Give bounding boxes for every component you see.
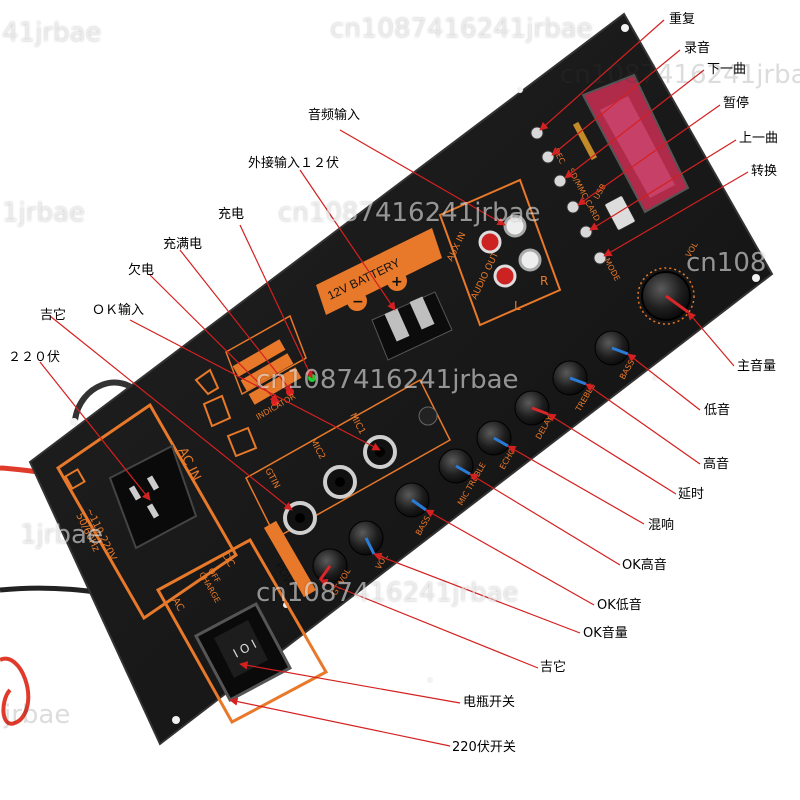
charge-strip <box>248 367 302 405</box>
l-label: L <box>514 299 521 313</box>
treble-knob[interactable] <box>552 360 588 396</box>
callout-guitar-vol: 吉它 <box>540 660 567 675</box>
media-buttons <box>530 126 607 265</box>
delay-knob[interactable] <box>514 390 550 426</box>
callout-ac-switch: 220伏开关 <box>452 740 516 755</box>
plus-symbol: + <box>391 274 403 290</box>
aux-in-right-jack[interactable] <box>503 214 527 238</box>
mode-switch-button[interactable] <box>418 406 438 426</box>
bass-knob[interactable] <box>594 330 630 366</box>
usb-port <box>604 195 636 231</box>
prev-button[interactable] <box>579 225 593 239</box>
callout-main-vol: 主音量 <box>737 359 777 374</box>
callout-ext-12v: 外接输入１２伏 <box>248 156 340 171</box>
callout-ok-vol: OK音量 <box>583 626 628 641</box>
callout-bass: 低音 <box>704 403 731 418</box>
warning-icons <box>194 368 258 458</box>
booklet-icon <box>226 426 258 458</box>
callout-record: 录音 <box>684 41 711 56</box>
pause-button[interactable] <box>566 200 580 214</box>
mic-bass-knob[interactable] <box>394 482 430 518</box>
callout-switch: 转换 <box>751 164 778 179</box>
callout-echo: 混响 <box>648 518 675 533</box>
callout-treble: 高音 <box>703 457 730 472</box>
mic-vol-knob[interactable] <box>348 520 384 556</box>
mic2-jack[interactable] <box>323 465 357 499</box>
main-vol-knob[interactable] <box>637 267 695 325</box>
callout-delay: 延时 <box>678 487 705 502</box>
ground-icon <box>64 468 86 490</box>
gt-vol-knob[interactable] <box>312 548 348 584</box>
callout-arrows <box>39 19 749 747</box>
callout-pause: 暂停 <box>723 96 750 111</box>
mic-treble-knob[interactable] <box>438 448 474 484</box>
callout-charging: 充电 <box>218 207 245 222</box>
callout-prev: 上一曲 <box>739 131 779 146</box>
callout-repeat: 重复 <box>669 12 696 27</box>
audio-out-right-jack[interactable] <box>518 248 542 272</box>
aux-in-left-jack[interactable] <box>478 230 502 254</box>
sd-card-slot <box>572 121 598 161</box>
minus-badge <box>347 291 367 311</box>
ac-in-section: AC IN ~110-220V 50/60Hz <box>56 402 238 621</box>
next-button[interactable] <box>553 174 567 188</box>
callout-full: 充满电 <box>163 237 203 252</box>
power-rocker-switch[interactable]: I O I <box>193 601 293 703</box>
trash-bin-icon <box>202 394 232 428</box>
arrow-up-icon <box>194 368 220 396</box>
callout-next: 下一曲 <box>707 62 747 77</box>
callout-low: 欠电 <box>128 263 155 278</box>
callout-audio-in: 音频输入 <box>308 108 361 123</box>
full-strip <box>232 339 286 377</box>
red-cable-loop <box>0 656 31 726</box>
echo-knob[interactable] <box>476 420 512 456</box>
audio-out-left-jack[interactable] <box>493 264 517 288</box>
callout-battery-switch: 电瓶开关 <box>463 695 516 710</box>
panel-plate <box>28 12 774 746</box>
r-label: R <box>540 274 548 288</box>
knob-row <box>312 267 695 584</box>
mic1-jack[interactable] <box>363 435 397 469</box>
mode-button[interactable] <box>593 251 607 265</box>
callout-guitar-in: 吉它 <box>40 308 67 323</box>
battery-terminal-block <box>371 291 453 361</box>
power-strip <box>263 520 317 598</box>
callout-ok-treble: OK高音 <box>622 558 667 573</box>
callout-ok-input: ＯＫ输入 <box>92 303 145 318</box>
low-strip <box>240 353 294 391</box>
callout-ok-bass: OK低音 <box>597 598 642 613</box>
ac-power-socket[interactable] <box>108 444 198 550</box>
minus-symbol: − <box>352 294 364 310</box>
callout-220v: ２２０伏 <box>8 350 61 365</box>
plus-badge <box>387 271 407 291</box>
power-section: POWER DC AC OFF CHARGE I O I <box>155 520 329 725</box>
record-button[interactable] <box>541 150 555 164</box>
